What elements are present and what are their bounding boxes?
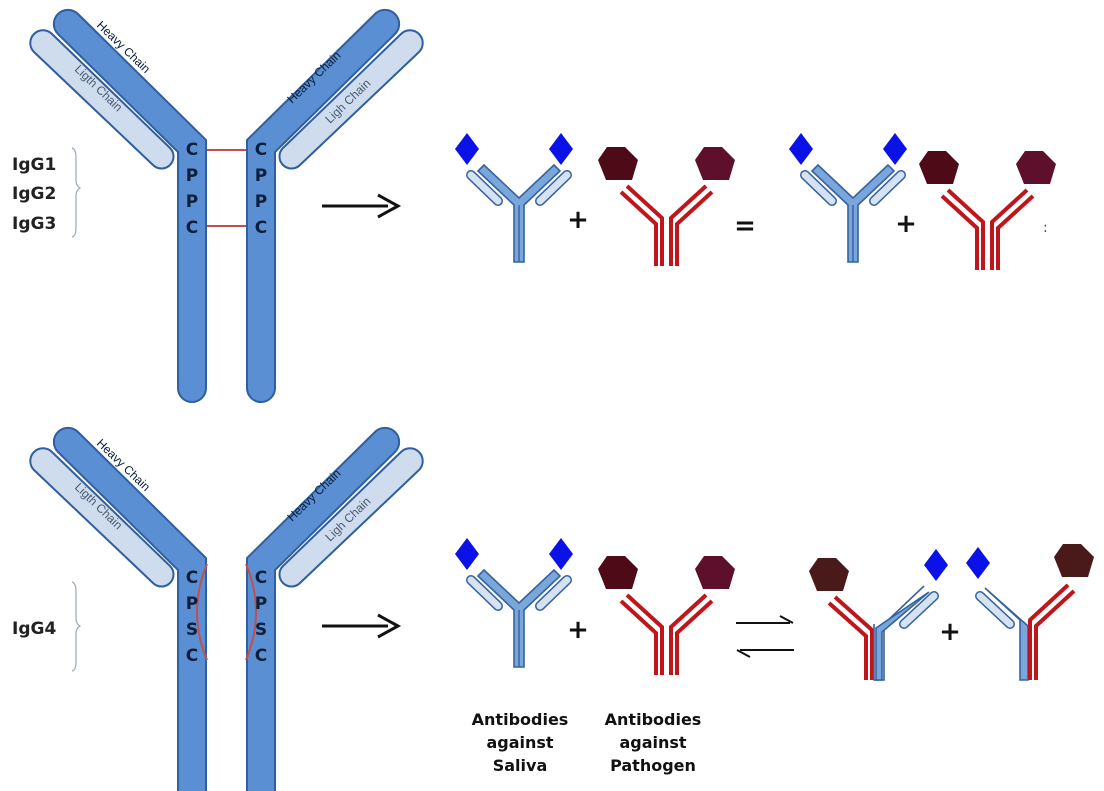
caption-line: Pathogen [610, 756, 696, 775]
intrachain-bond-right [245, 563, 257, 661]
plus-sign: + [939, 617, 961, 647]
caption-line: Antibodies [472, 710, 569, 729]
hinge-residue: P [186, 192, 198, 212]
hinge-residues-left: C P S C [186, 568, 198, 666]
hinge-residue: S [255, 620, 267, 640]
saliva-antibody [455, 538, 573, 667]
equilibrium-arrows [736, 615, 794, 658]
arrow-right [322, 193, 402, 219]
hinge-residue: P [255, 166, 267, 186]
subclass-igg4: IgG4 [12, 619, 56, 639]
subclass-label-igg4: IgG4 [12, 581, 82, 672]
hinge-residue: C [186, 568, 198, 588]
bottom-panel: Heavy Chain Ligth Chain Heavy Chain Ligh… [12, 426, 1094, 791]
caption-saliva: Antibodies against Saliva [472, 710, 569, 775]
heavy-light-chain-left [29, 426, 207, 791]
arrow-right [322, 613, 402, 639]
top-panel: Heavy Chain Ligth Chain Heavy Chain Ligh… [12, 8, 1058, 404]
brace [71, 581, 82, 672]
pathogen-antibody [596, 145, 737, 268]
pathogen-antibody [917, 149, 1058, 272]
hinge-residues-right: C P S C [255, 568, 267, 666]
pathogen-antibody [596, 554, 737, 677]
plus-sign: + [895, 209, 917, 239]
brace [71, 147, 82, 238]
saliva-antibody [455, 133, 573, 262]
hinge-residue: C [255, 646, 267, 666]
hinge-residue: C [255, 218, 267, 238]
subclass-labels: IgG1 IgG2 IgG3 [12, 147, 82, 238]
caption-pathogen: Antibodies against Pathogen [605, 710, 702, 775]
hinge-residue: C [186, 218, 198, 238]
igg4-large-antibody: Heavy Chain Ligth Chain Heavy Chain Ligh… [29, 426, 424, 791]
hinge-residue: C [186, 646, 198, 666]
hybrid-antibody-2 [966, 544, 1094, 681]
hybrid-antibody-1 [809, 549, 948, 681]
hinge-residue: P [255, 192, 267, 212]
subclass-igg3: IgG3 [12, 214, 56, 234]
hinge-residue: C [255, 140, 267, 160]
saliva-antibody [789, 133, 907, 262]
caption-line: Saliva [493, 756, 548, 775]
plus-sign: + [567, 615, 589, 645]
hinge-residue: S [186, 620, 198, 640]
hinge-residues-right: C P P C [255, 140, 267, 238]
equals-sign: = [734, 211, 756, 241]
hinge-residue: P [255, 594, 267, 614]
intrachain-bond-left [196, 563, 208, 661]
plus-sign: + [567, 205, 589, 235]
caption-line: Antibodies [605, 710, 702, 729]
hinge-residue: C [186, 140, 198, 160]
hinge-residue: C [255, 568, 267, 588]
hinge-residue: P [186, 594, 198, 614]
subclass-igg2: IgG2 [12, 184, 56, 204]
caption-line: against [486, 733, 553, 752]
subclass-igg1: IgG1 [12, 155, 56, 175]
caption-line: against [619, 733, 686, 752]
heavy-light-chain-left [29, 8, 207, 404]
hinge-residues-left: C P P C [186, 140, 198, 238]
trailing-mark: : [1043, 220, 1048, 236]
hinge-residue: P [186, 166, 198, 186]
